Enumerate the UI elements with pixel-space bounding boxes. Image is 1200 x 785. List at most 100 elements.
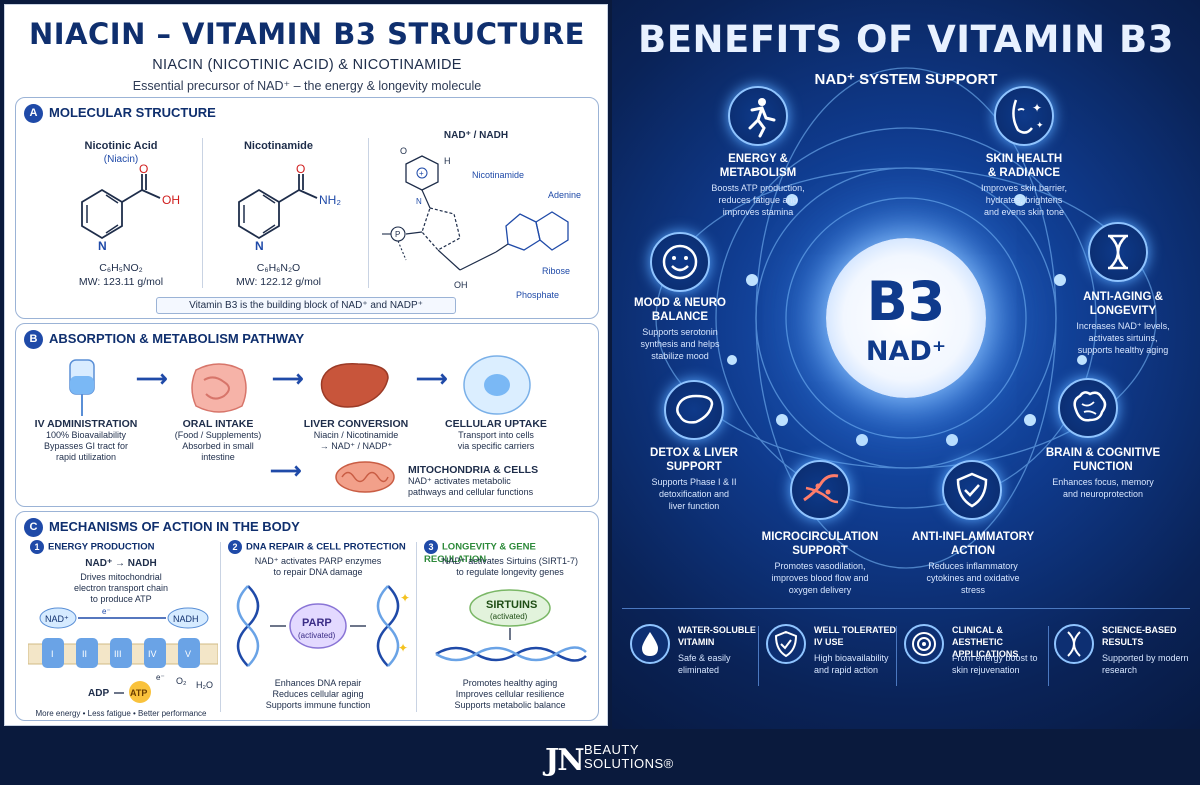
shield-check-icon — [942, 460, 1002, 520]
nad-label: NAD⁺ — [45, 614, 69, 624]
molecule-alias: (Niacin) — [103, 154, 139, 165]
running-person-icon — [728, 86, 788, 146]
nad-title: NAD⁺ / NADH — [443, 130, 509, 141]
step-liver: LIVER CONVERSION Niacin / Nicotinamide →… — [303, 418, 409, 451]
step-oral: ORAL INTAKE (Food / Supplements) Absorbe… — [174, 418, 262, 462]
molecule-name: Nicotinic Acid — [84, 140, 158, 152]
hydrogen-label: H — [444, 156, 451, 166]
atp-label: ATP — [130, 688, 147, 698]
iv-bag-icon — [69, 359, 95, 416]
dna-hourglass-icon — [1088, 222, 1148, 282]
oxygen-label: O₂ — [176, 676, 187, 686]
sirt-footer: Promotes healthy aging Improves cellular… — [454, 678, 566, 710]
energy-formula: NAD⁺ → NADH — [85, 558, 157, 569]
water-drop-icon — [630, 624, 670, 664]
benefits-panel: BENEFITS OF VITAMIN B3 NAD⁺ SYSTEM SUPPO… — [612, 0, 1200, 729]
ribose-label: Ribose — [542, 266, 570, 276]
bottom-divider — [622, 608, 1190, 609]
divider — [368, 138, 369, 288]
smiley-face-icon — [650, 232, 710, 292]
liver-icon — [664, 380, 724, 440]
divider — [416, 542, 417, 712]
structure-panel: NIACIN – VITAMIN B3 STRUCTURE NIACIN (NI… — [4, 4, 608, 726]
face-sparkle-icon: ✦✦ — [994, 86, 1054, 146]
water-label: H₂O — [196, 680, 213, 690]
target-icon — [904, 624, 944, 664]
page-subtitle: NIACIN (NICOTINIC ACID) & NICOTINAMIDE — [152, 57, 462, 73]
parp-label: PARP — [302, 617, 332, 629]
svg-text:✦: ✦ — [1032, 101, 1042, 115]
section-title: ABSORPTION & METABOLISM PATHWAY — [49, 331, 305, 346]
oxygen-label: O — [400, 146, 407, 156]
page-tagline: Essential precursor of NAD⁺ – the energy… — [132, 79, 482, 93]
oxygen-label: O — [139, 164, 148, 176]
phosphate-label: Phosphate — [516, 290, 559, 300]
divider — [220, 542, 221, 712]
oh-label: OH — [454, 280, 468, 290]
oxygen-label: O — [296, 164, 305, 176]
glow-network-lines — [655, 67, 1157, 569]
mitochondria-icon — [335, 461, 395, 493]
complex-label: II — [82, 649, 87, 659]
shield-check-icon — [766, 624, 806, 664]
nad-structure: + N O H Nicotinamide P OH Adenine Ribose… — [382, 146, 581, 300]
sparkle-icon: ✦ — [398, 641, 408, 655]
benefits-title: BENEFITS OF VITAMIN B3 — [638, 18, 1174, 61]
hydroxyl-label: OH — [162, 193, 180, 207]
plus-label: + — [419, 169, 424, 178]
blood-vessel-icon — [790, 460, 850, 520]
step-iv: IV ADMINISTRATION 100% Bioavailability B… — [34, 418, 138, 462]
divider — [1048, 626, 1049, 686]
section-badge: B — [24, 330, 43, 349]
arrow-icon: ⟶ — [272, 366, 304, 391]
molecule-formula: C₆H₆N₂O — [256, 262, 301, 274]
divider — [896, 626, 897, 686]
brand-footer — [0, 729, 1200, 785]
molecular-structure-section: A MOLECULAR STRUCTURE Nicotinic Acid (Ni… — [15, 97, 599, 319]
sirtuin-diagram: SIRTUINS (activated) — [435, 589, 587, 662]
brand-name: BEAUTY SOLUTIONS® — [584, 742, 674, 771]
section-badge: A — [24, 104, 43, 123]
nicotinic-acid-structure: O OH N — [81, 164, 180, 253]
benefit-heading: ENERGY &METABOLISM — [719, 153, 797, 179]
complex-label: IV — [148, 649, 157, 659]
brand-logo: JN — [545, 743, 585, 778]
svg-text:✦: ✦ — [1036, 120, 1044, 130]
molecule-mw: MW: 122.12 g/mol — [235, 276, 321, 288]
sparkle-icon: ✦ — [400, 591, 410, 605]
dna-repair-diagram: PARP (activated) ✦ ✦ — [236, 585, 410, 667]
electron-transport-diagram: NAD⁺ NADH e⁻ I II III IV V e⁻ O₂ H₂O ADP… — [28, 607, 218, 703]
benefit-heading: SKIN HEALTH& RADIANCE — [985, 153, 1063, 179]
nitrogen-label: N — [416, 197, 422, 206]
sirtuins-label: SIRTUINS — [486, 599, 537, 611]
intestine-icon — [191, 363, 247, 413]
amine-label: NH₂ — [319, 193, 341, 207]
benefit-description: Improves skin barrier,hydrates, brighten… — [980, 183, 1068, 217]
molecule-name: Nicotinamide — [243, 140, 314, 152]
liver-icon — [320, 363, 389, 408]
complex-label: V — [185, 649, 191, 659]
complex-label: I — [51, 649, 54, 659]
arrow-icon: ⟶ — [416, 366, 448, 391]
nicotinamide-structure: O NH₂ N — [238, 164, 341, 253]
molecule-formula: C₆H₅NO₂ — [99, 262, 143, 274]
nadh-label: NADH — [173, 614, 199, 624]
mitochondria-text: MITOCHONDRIA & CELLS NAD⁺ activates meta… — [408, 464, 539, 497]
arrow-icon: ⟶ — [270, 458, 302, 483]
divider — [758, 626, 759, 686]
sirt-desc: NAD⁺ activates Sirtuins (SIRT1-7) to reg… — [441, 556, 579, 577]
